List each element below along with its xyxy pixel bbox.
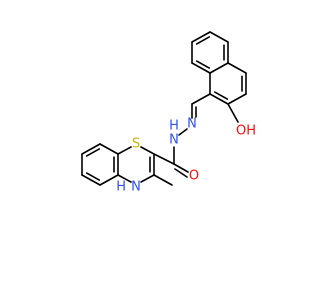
naphthalene-benzo-ring-bond [209, 31, 229, 43]
thiazine-bond [117, 146, 132, 155]
naphthalene-benzo-ring-double-bond [195, 60, 211, 69]
hydrazide-n-label: N [169, 133, 179, 148]
imine-n-label: N [187, 117, 197, 132]
carbonyl-o-label: O [189, 169, 199, 184]
naphthalene-benzo-ring-double-bond [195, 36, 211, 45]
sulfur-label: S [132, 137, 140, 152]
benzothiazine-benzo-bond [99, 143, 119, 155]
benzothiazine-benzo-double-bond [85, 148, 101, 157]
naphthalene-hydroxy-ring-bond [227, 62, 247, 74]
benzothiazine-benzo-bond [81, 143, 101, 155]
carboxamide-bond [153, 153, 175, 165]
naphthalene-hydroxy-ring-bond [227, 93, 247, 105]
naphthalene-hydroxy-ring-bond [209, 93, 229, 105]
carbonyl-bond [173, 163, 189, 173]
naphthalene-hydroxy-ring-double-bond [213, 91, 229, 100]
hydrazine-bond [178, 128, 188, 136]
hydroxyl-label: OH [236, 124, 256, 139]
naphthalene-benzo-ring-bond [209, 62, 229, 74]
hydrazide-h-label: H [169, 119, 179, 134]
ring-nh-h-label: H [116, 180, 126, 195]
carbonyl-double-bond [174, 168, 188, 178]
naphthalene-benzo-ring-bond [191, 31, 211, 43]
methine-bond [191, 93, 211, 105]
benzothiazine-benzo-double-bond [85, 172, 101, 181]
methyl-bond [153, 174, 173, 186]
benzothiazine-benzo-bond [99, 174, 119, 186]
thiazine-bond [117, 174, 132, 183]
naphthalene-benzo-ring-bond [191, 62, 211, 74]
oh-bond [227, 103, 239, 123]
thiazine-bond [140, 174, 155, 183]
thiazine-bond [140, 146, 155, 155]
ring-n-label: N [131, 180, 141, 195]
benzothiazine-benzo-bond [81, 174, 101, 186]
